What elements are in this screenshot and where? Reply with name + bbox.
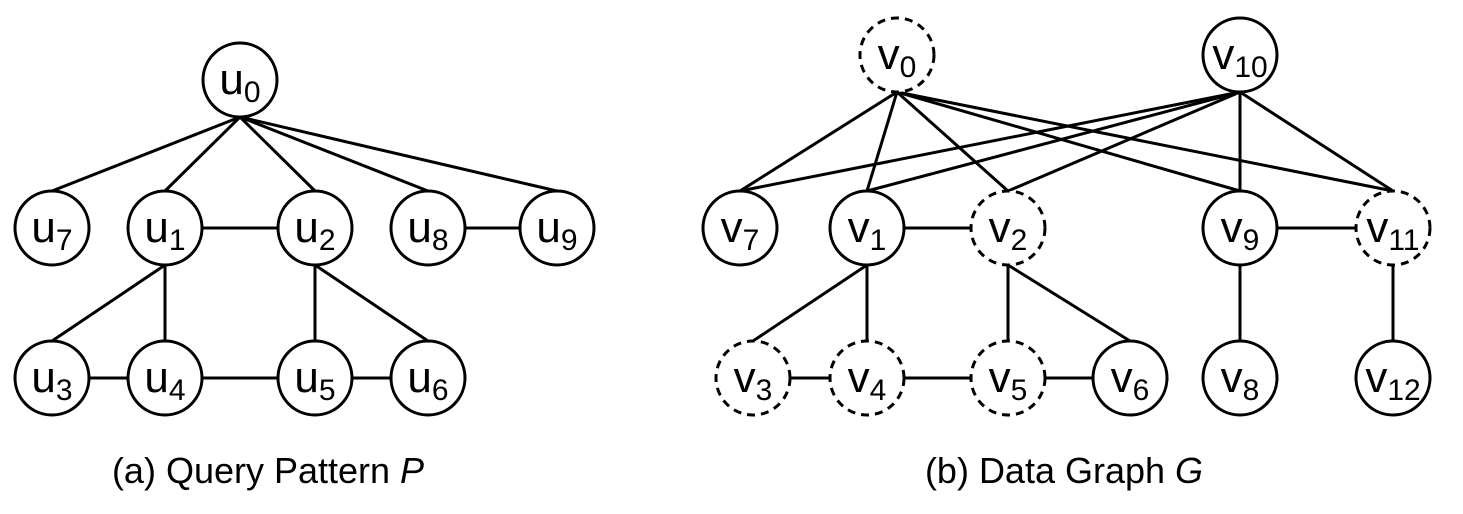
node-circle-u5 bbox=[276, 339, 354, 417]
node-circle-v5 bbox=[969, 339, 1047, 417]
node-circle-v9 bbox=[1201, 189, 1279, 267]
node-label-v2: v2 bbox=[989, 203, 1028, 257]
node-label-v10: v10 bbox=[1212, 30, 1267, 84]
edge-u2-u6 bbox=[314, 263, 429, 343]
node-u5: u5 bbox=[276, 339, 354, 417]
node-circle-u6 bbox=[389, 339, 467, 417]
node-u7: u7 bbox=[13, 189, 91, 267]
edge-u0-u8 bbox=[239, 115, 429, 193]
node-v5: v5 bbox=[969, 339, 1047, 417]
node-u1: u1 bbox=[126, 189, 204, 267]
edge-v0-v9 bbox=[896, 90, 1241, 193]
node-circle-v0 bbox=[858, 16, 936, 94]
node-v12: v12 bbox=[1354, 339, 1432, 417]
node-u0: u0 bbox=[201, 41, 279, 119]
node-v1: v1 bbox=[828, 189, 906, 267]
node-label-v3: v3 bbox=[734, 353, 773, 407]
edge-v10-v7 bbox=[739, 90, 1241, 193]
node-circle-v10 bbox=[1201, 16, 1279, 94]
node-v6: v6 bbox=[1091, 339, 1169, 417]
edge-v2-v6 bbox=[1007, 263, 1131, 343]
edge-v0-v2 bbox=[896, 90, 1009, 193]
node-circle-v12 bbox=[1354, 339, 1432, 417]
node-v0: v0 bbox=[858, 16, 936, 94]
node-circle-u1 bbox=[126, 189, 204, 267]
node-v2: v2 bbox=[969, 189, 1047, 267]
node-label-u5: u5 bbox=[294, 353, 335, 407]
node-label-u2: u2 bbox=[294, 203, 335, 257]
node-label-u7: u7 bbox=[31, 203, 72, 257]
node-u3: u3 bbox=[13, 339, 91, 417]
node-label-v0: v0 bbox=[878, 30, 917, 84]
node-label-v4: v4 bbox=[848, 353, 887, 407]
edge-u0-u1 bbox=[163, 115, 242, 193]
node-circle-v3 bbox=[714, 339, 792, 417]
node-u8: u8 bbox=[389, 189, 467, 267]
edge-v10-v1 bbox=[866, 90, 1241, 193]
node-circle-u0 bbox=[201, 41, 279, 119]
node-label-u4: u4 bbox=[144, 353, 185, 407]
node-u4: u4 bbox=[126, 339, 204, 417]
node-circle-v6 bbox=[1091, 339, 1169, 417]
node-circle-u8 bbox=[389, 189, 467, 267]
node-label-v7: v7 bbox=[721, 203, 760, 257]
edge-u1-u3 bbox=[51, 263, 166, 343]
node-label-v9: v9 bbox=[1221, 203, 1260, 257]
edge-v10-v2 bbox=[1007, 90, 1241, 193]
edge-v0-v1 bbox=[865, 91, 899, 192]
node-v10: v10 bbox=[1201, 16, 1279, 94]
node-circle-v7 bbox=[701, 189, 779, 267]
node-v4: v4 bbox=[828, 339, 906, 417]
node-label-v6: v6 bbox=[1111, 353, 1150, 407]
node-circle-v2 bbox=[969, 189, 1047, 267]
node-label-v12: v12 bbox=[1365, 353, 1420, 407]
edges-layer bbox=[51, 90, 1395, 380]
node-v3: v3 bbox=[714, 339, 792, 417]
node-circle-u4 bbox=[126, 339, 204, 417]
node-u9: u9 bbox=[518, 189, 596, 267]
node-label-u6: u6 bbox=[407, 353, 448, 407]
node-circle-v1 bbox=[828, 189, 906, 267]
node-label-u1: u1 bbox=[144, 203, 185, 257]
node-label-v8: v8 bbox=[1221, 353, 1260, 407]
node-circle-v8 bbox=[1201, 339, 1279, 417]
node-label-u9: u9 bbox=[536, 203, 577, 257]
node-label-u8: u8 bbox=[407, 203, 448, 257]
node-v11: v11 bbox=[1354, 189, 1432, 267]
node-circle-u3 bbox=[13, 339, 91, 417]
node-u2: u2 bbox=[276, 189, 354, 267]
edge-v0-v7 bbox=[739, 90, 898, 193]
node-v7: v7 bbox=[701, 189, 779, 267]
node-u6: u6 bbox=[389, 339, 467, 417]
node-circle-u7 bbox=[13, 189, 91, 267]
edge-v1-v3 bbox=[752, 263, 868, 343]
edge-u0-u9 bbox=[239, 115, 558, 193]
node-v8: v8 bbox=[1201, 339, 1279, 417]
edge-u0-u2 bbox=[238, 115, 317, 193]
node-circle-v4 bbox=[828, 339, 906, 417]
edge-u0-u7 bbox=[51, 115, 241, 193]
node-circle-u9 bbox=[518, 189, 596, 267]
node-label-v11: v11 bbox=[1366, 203, 1419, 257]
edge-v0-v11 bbox=[896, 90, 1394, 193]
node-label-u3: u3 bbox=[31, 353, 72, 407]
nodes-layer: u0 u7 u1 u2 u8 u9 u3 u4 u5 u6 v0 v10 v7 v1 v2 v9 v11 v3 v4… bbox=[13, 16, 1432, 417]
node-circle-u2 bbox=[276, 189, 354, 267]
edge-v10-v11 bbox=[1239, 90, 1394, 193]
node-label-v5: v5 bbox=[989, 353, 1028, 407]
node-label-u0: u0 bbox=[219, 55, 260, 109]
node-v9: v9 bbox=[1201, 189, 1279, 267]
node-circle-v11 bbox=[1354, 189, 1432, 267]
node-label-v1: v1 bbox=[848, 203, 887, 257]
